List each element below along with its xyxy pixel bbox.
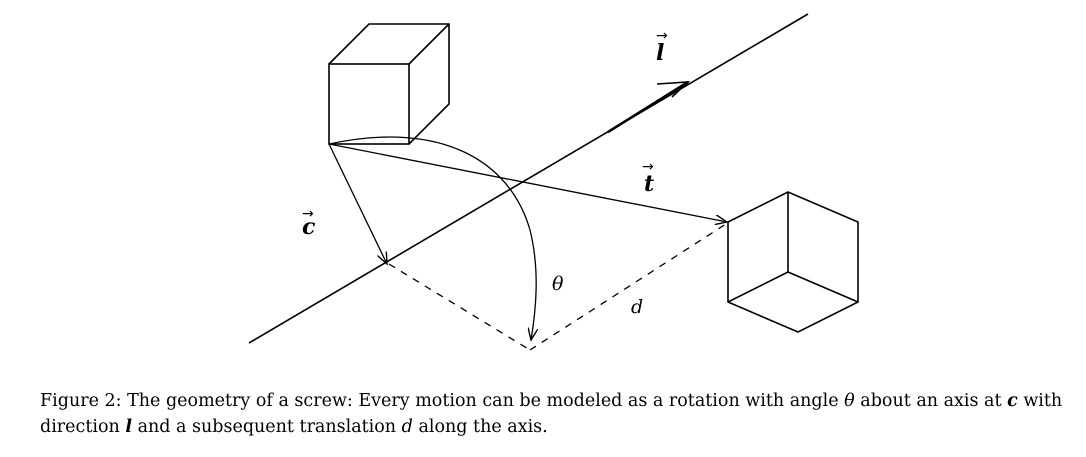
caption-symbol-d: d <box>401 417 413 437</box>
vector-t <box>328 143 727 222</box>
dashed-line-d <box>529 223 727 351</box>
caption-symbol-theta: θ <box>844 391 855 411</box>
caption-text-2: about an axis at <box>860 391 1002 411</box>
label-c: c <box>302 214 316 240</box>
caption-label: Figure 2: <box>40 391 122 411</box>
vector-c <box>328 143 387 264</box>
rotation-arc <box>328 136 536 340</box>
caption-text-1: The geometry of a screw: Every motion ca… <box>127 391 839 411</box>
label-t-vector-arrow: → <box>642 159 654 175</box>
screw-axis-line <box>248 13 809 344</box>
cube-initial <box>328 23 450 145</box>
caption-text-4: and a subsequent translation <box>137 417 397 437</box>
label-theta: θ <box>552 273 564 295</box>
caption-symbol-c: c <box>1007 391 1018 411</box>
direction-arrowhead <box>656 81 691 98</box>
caption-symbol-l: l <box>125 417 132 437</box>
caption-text-5: along the axis. <box>418 417 548 437</box>
dashed-line-c-to-pivot <box>388 263 531 351</box>
label-t: t <box>644 171 654 197</box>
label-c-vector-arrow: → <box>302 206 314 222</box>
label-l-vector-arrow: → <box>656 28 668 44</box>
cube-transformed <box>727 191 859 333</box>
figure-caption: Figure 2: The geometry of a screw: Every… <box>40 388 1080 440</box>
direction-vector-l <box>607 80 689 134</box>
caption-text-3: with direction <box>40 391 1063 437</box>
screw-geometry-diagram: → l → t → c θ d <box>248 13 859 351</box>
label-l: l <box>656 40 664 66</box>
label-d: d <box>631 296 643 318</box>
